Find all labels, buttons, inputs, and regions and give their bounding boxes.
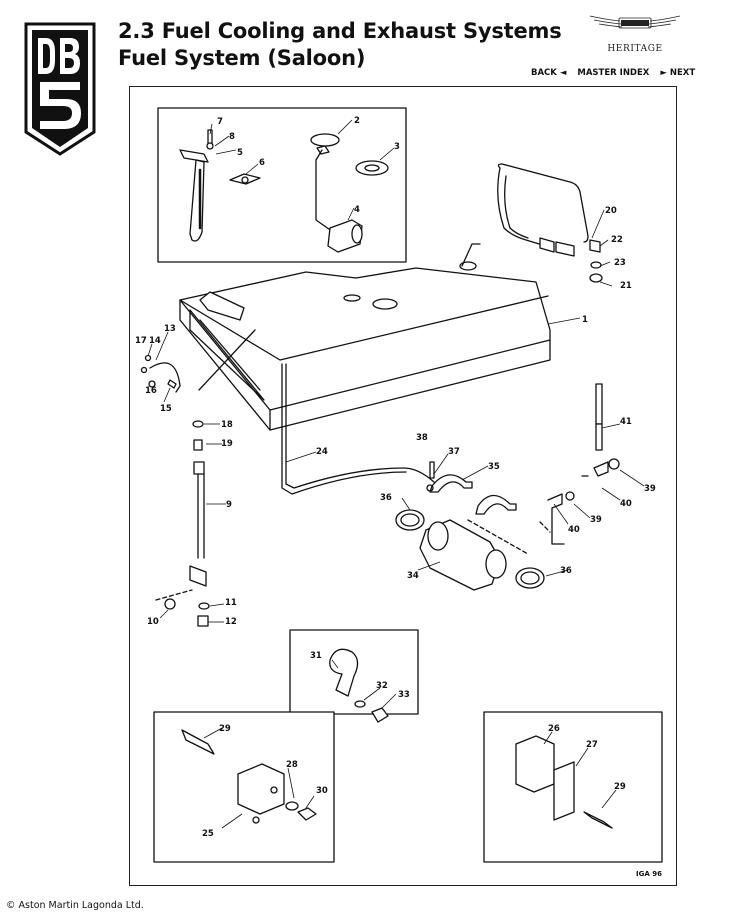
callout-28: 28 (286, 760, 298, 770)
callout-35: 35 (488, 462, 500, 472)
drawing-reference: IGA 96 (636, 870, 662, 878)
callout-29a: 29 (219, 724, 231, 734)
master-index-link[interactable]: MASTER INDEX (577, 68, 650, 78)
callout-8: 8 (229, 132, 235, 142)
page-navigation: BACK ◄ MASTER INDEX ► NEXT (531, 68, 695, 78)
callout-6: 6 (259, 158, 265, 168)
callout-39b: 39 (590, 515, 602, 525)
callout-23: 23 (614, 258, 626, 268)
callout-14: 14 (149, 336, 161, 346)
callout-40a: 40 (620, 499, 632, 509)
callout-36b: 36 (560, 566, 572, 576)
callout-30: 30 (316, 786, 328, 796)
page-title: 2.3 Fuel Cooling and Exhaust Systems Fue… (118, 18, 562, 72)
aston-martin-wings-logo (589, 15, 681, 29)
callout-37: 37 (448, 447, 460, 457)
heritage-label: HERITAGE (607, 44, 663, 54)
next-link[interactable]: ► NEXT (660, 68, 696, 78)
callout-15: 15 (160, 404, 172, 414)
callout-26: 26 (548, 724, 560, 734)
callout-11: 11 (225, 598, 237, 608)
callout-38: 38 (416, 433, 428, 443)
callout-4: 4 (354, 205, 360, 215)
callout-7: 7 (217, 117, 223, 127)
callout-25: 25 (202, 829, 214, 839)
title-line-1: 2.3 Fuel Cooling and Exhaust Systems (118, 19, 562, 43)
callout-27: 27 (586, 740, 598, 750)
callout-19: 19 (221, 439, 233, 449)
callout-22: 22 (611, 235, 623, 245)
db5-badge-logo (24, 22, 96, 156)
callout-40b: 40 (568, 525, 580, 535)
callout-1: 1 (582, 315, 588, 325)
title-line-2: Fuel System (Saloon) (118, 46, 366, 70)
callout-36a: 36 (380, 493, 392, 503)
callout-34: 34 (407, 571, 419, 581)
callout-31: 31 (310, 651, 322, 661)
back-link[interactable]: BACK ◄ (531, 68, 567, 78)
callout-21: 21 (620, 281, 632, 291)
callout-10: 10 (147, 617, 159, 627)
exploded-parts-diagram: 7 8 5 6 2 3 4 20 22 23 21 1 13 17 14 16 … (135, 107, 663, 878)
copyright-notice: © Aston Martin Lagonda Ltd. (6, 900, 144, 911)
callout-12: 12 (225, 617, 237, 627)
callout-39a: 39 (644, 484, 656, 494)
callout-33: 33 (398, 690, 410, 700)
callout-2: 2 (354, 116, 360, 126)
callout-18: 18 (221, 420, 233, 430)
callout-9: 9 (226, 500, 232, 510)
callout-3: 3 (394, 142, 400, 152)
callout-29b: 29 (614, 782, 626, 792)
diagram-frame (129, 86, 677, 886)
callout-24: 24 (316, 447, 328, 457)
callout-41: 41 (620, 417, 632, 427)
callout-13: 13 (164, 324, 176, 334)
callout-16: 16 (145, 386, 157, 396)
callout-32: 32 (376, 681, 388, 691)
callout-20: 20 (605, 206, 617, 216)
callout-17: 17 (135, 336, 147, 346)
part-callouts: 7 8 5 6 2 3 4 20 22 23 21 1 13 17 14 16 … (135, 116, 662, 878)
callout-5: 5 (237, 148, 243, 158)
